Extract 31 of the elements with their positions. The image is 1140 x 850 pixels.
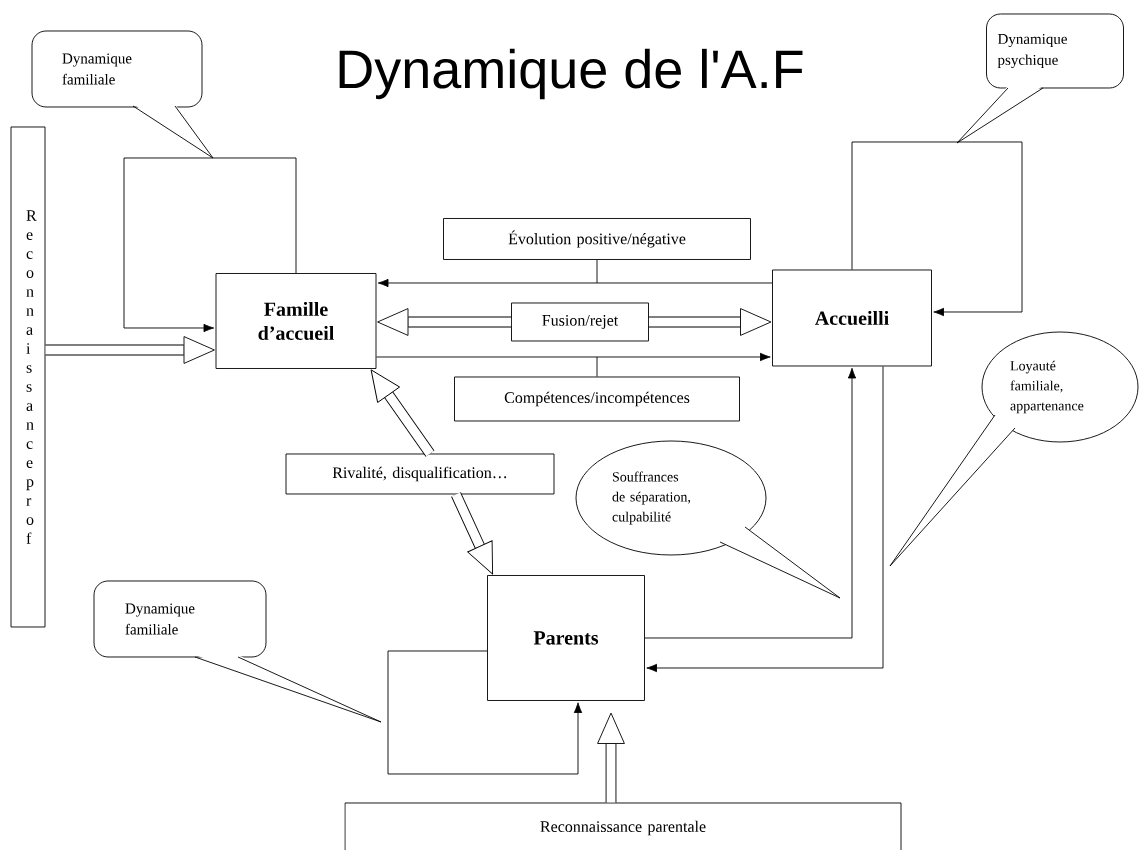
speech-bubble: Dynamique familiale	[93, 580, 382, 723]
process-box: Parents	[487, 575, 645, 701]
process-box: Accueilli	[772, 269, 932, 367]
speech-bubble: Dynamique familiale	[31, 30, 214, 159]
block-arrow	[451, 492, 494, 575]
label-box: Compétences/incompétences	[454, 376, 740, 422]
label-box: Reconnaissance parentale	[344, 802, 902, 850]
arrow	[646, 366, 884, 673]
arrow	[123, 157, 297, 333]
block-arrow	[377, 308, 512, 336]
label-box: Évolution positive/négative	[443, 218, 751, 260]
arrow	[851, 141, 1023, 317]
connector-line	[596, 259, 598, 284]
speech-bubble: Dynamique psychique	[956, 13, 1124, 144]
arrow	[387, 650, 583, 775]
process-box: Famille d’accueil	[215, 273, 377, 369]
label-box: Fusion/rejet	[511, 302, 649, 342]
speech-bubble: Souffrances de séparation, culpabilité	[575, 440, 841, 599]
arrow	[376, 352, 771, 362]
block-arrow	[648, 308, 772, 336]
connector-line	[596, 356, 598, 377]
block-arrow	[597, 712, 625, 803]
arrow	[377, 278, 773, 288]
label-box: Rivalité, disqualification…	[285, 453, 555, 495]
speech-bubble: Loyauté familiale, appartenance	[889, 331, 1139, 567]
arrow	[644, 367, 857, 639]
block-arrow	[45, 336, 215, 364]
block-arrow	[370, 369, 435, 457]
node-label: Loyauté familiale, appartenance	[1010, 360, 1084, 414]
vertical-label-box: Reconnaissance prof	[10, 126, 46, 628]
title: Dynamique de l'A.F	[339, 48, 803, 100]
